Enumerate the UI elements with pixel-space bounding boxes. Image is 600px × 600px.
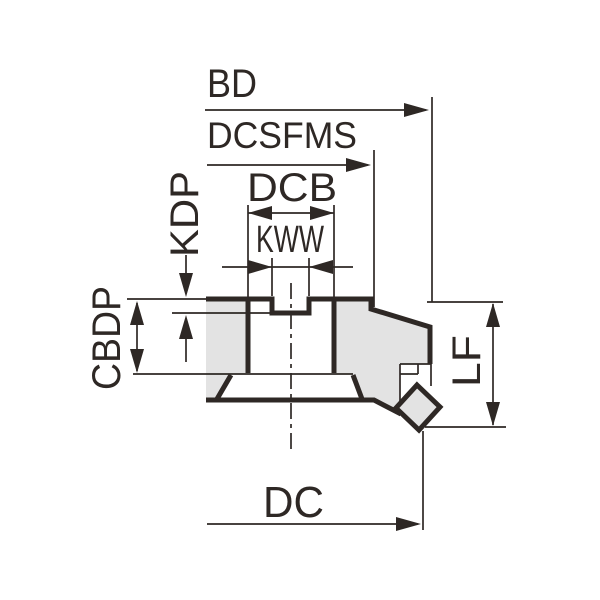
extension-lines [127,97,506,530]
kdp-arrowhead-up [179,315,193,339]
dim-dcb-label: DCB [247,166,337,210]
dim-dc-label: DC [263,478,324,527]
kww-arrowhead-inward-left [248,260,272,274]
dim-cbdp-label: CBDP [85,286,129,390]
kww-arrowhead-inward-right [309,260,333,274]
bottom-profile [206,397,403,417]
dim-kdp: KDP [163,171,207,362]
kdp-arrowhead-down [179,273,193,297]
insert-pocket [399,363,432,401]
dim-cbdp: CBDP [85,286,144,390]
dim-lf: LF [445,303,500,426]
recess-chamfer-left [214,373,234,401]
dim-lf-label: LF [445,335,489,387]
dim-kdp-label: KDP [163,171,207,257]
dim-dcsfms: DCSFMS [207,115,371,172]
cbdp-arrowhead-down [130,349,144,373]
dim-kww: KWW [222,219,353,274]
dcsfms-arrowhead-right [346,158,371,172]
dcb-arrowhead-left [248,206,272,220]
dim-kww-label: KWW [256,219,324,261]
dim-bd: BD [205,62,429,117]
dim-bd-label: BD [207,62,257,106]
cbdp-arrowhead-up [130,301,144,325]
recess-chamfer-right [350,374,365,400]
dc-arrowhead-right [396,517,421,531]
dim-dcb: DCB [247,166,337,220]
cutter-body-outline [206,296,444,434]
cutting-insert [392,381,444,434]
top-profile-with-keyway [206,296,433,364]
bd-arrowhead-right [404,103,429,117]
lf-arrowhead-down [486,402,500,426]
dim-dc: DC [207,478,421,531]
dim-dcsfms-label: DCSFMS [207,115,357,156]
lf-arrowhead-up [486,303,500,327]
dcb-arrowhead-right [310,206,334,220]
